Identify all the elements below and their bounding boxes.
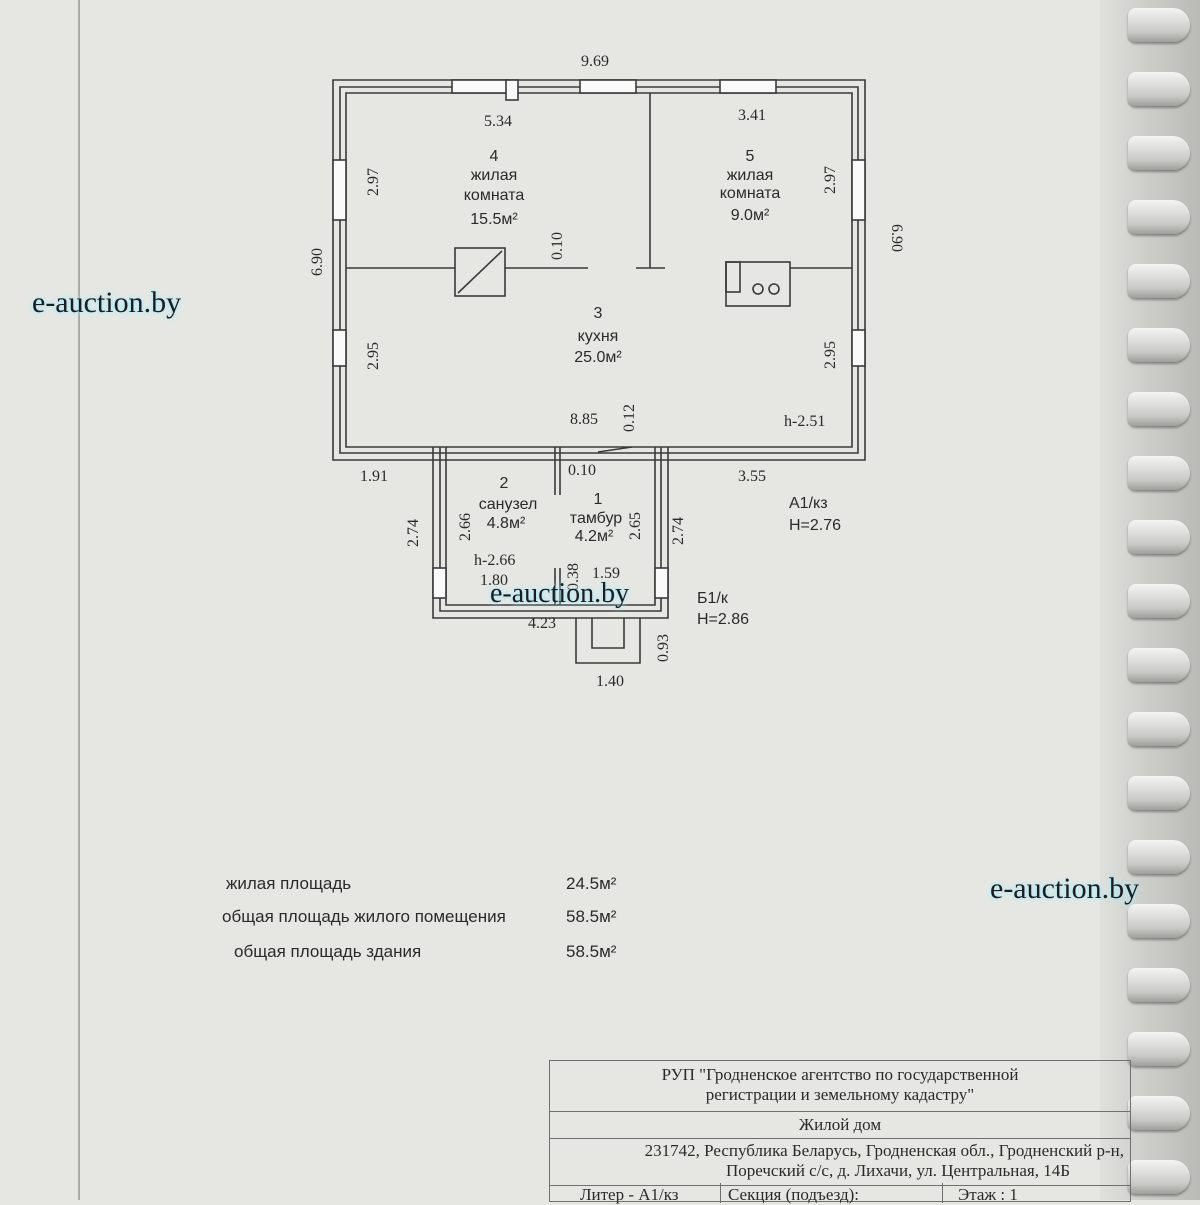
room5-name1: жилая (727, 167, 774, 184)
binding-ring (1128, 520, 1190, 554)
watermark-left: e-auction.by (32, 286, 182, 319)
room3-name: кухня (578, 328, 619, 345)
binding-ring (1128, 1096, 1190, 1130)
room4-number: 4 (490, 148, 499, 165)
room1-number: 1 (594, 491, 603, 508)
dim-annex-height-left: 2.74 (405, 519, 422, 547)
binding-ring (1128, 72, 1190, 106)
dim-left-offset: 1.91 (360, 468, 388, 485)
dim-porch-width: 1.40 (596, 673, 624, 690)
watermark-center: e-auction.by (490, 578, 630, 609)
area-value-living: 24.5м² (566, 874, 617, 893)
room5-name2: комната (720, 185, 781, 202)
binding-ring (1128, 712, 1190, 746)
org-line-2: регистрации и земельному кадастру" (705, 1085, 975, 1104)
title-block: РУП "Гродненское агентство по государств… (549, 1060, 1131, 1205)
dim-right-offset: 3.55 (738, 468, 766, 485)
binding-ring (1128, 200, 1190, 234)
dim-bath-ceiling: h-2.66 (474, 552, 515, 569)
binding-ring (1128, 264, 1190, 298)
binding-ring (1128, 1160, 1190, 1194)
dim-vestibule-height: 2.65 (627, 512, 644, 540)
dim-bath-width: 1.80 (480, 572, 508, 589)
room3-number: 3 (594, 305, 603, 322)
binding-ring (1128, 328, 1190, 362)
room4-name1: жилая (471, 167, 518, 184)
title-block-address: 231742, Республика Беларусь, Гродненская… (550, 1139, 1130, 1186)
binding-ring (1128, 904, 1190, 938)
binding-ring (1128, 584, 1190, 618)
binding-ring (1128, 968, 1190, 1002)
dim-wall-012: 0.12 (621, 404, 638, 432)
dim-wall-038: 0.38 (565, 563, 582, 591)
liter-a1-label: А1/кз (789, 495, 828, 512)
room2-name: санузел (479, 496, 538, 513)
address-line-1: 231742, Республика Беларусь, Гродненская… (644, 1141, 1124, 1160)
page-frame-line (78, 0, 80, 1200)
room1-area: 4.2м² (575, 528, 614, 545)
dim-room5-height: 2.97 (822, 166, 839, 194)
divider (720, 1183, 721, 1203)
section-field: Секция (подъезд): (728, 1185, 860, 1204)
divider (942, 1183, 943, 1203)
title-block-bottom-row: Литер - А1/кз Секция (подъезд): Этаж : 1 (550, 1183, 1130, 1205)
dim-kitchen-height-left: 2.95 (365, 342, 382, 370)
dim-kitchen-width: 8.85 (570, 411, 598, 428)
room1-name: тамбур (570, 510, 623, 527)
room3-area: 25.0м² (574, 349, 622, 366)
dim-kitchen-ceiling: h-2.51 (784, 413, 825, 430)
windows (332, 79, 866, 599)
org-line-1: РУП "Гродненское агентство по государств… (661, 1065, 1019, 1084)
room-labels: 4 жилая комната 15.5м² 5 жилая комната 9… (464, 148, 841, 628)
dim-vestibule-width: 1.59 (592, 565, 620, 582)
liter-b1-height: H=2.86 (697, 611, 749, 628)
floor-field: Этаж : 1 (958, 1185, 1018, 1204)
liter-field: Литер - А1/кз (580, 1185, 679, 1204)
dim-right-height: 6.90 (888, 224, 905, 252)
dim-annex-width: 4.23 (528, 615, 556, 632)
dim-left-height: 6.90 (309, 248, 326, 276)
area-label-living: жилая площадь (226, 874, 352, 893)
binding-ring (1128, 776, 1190, 810)
dim-partition: 0.10 (549, 232, 566, 260)
liter-b1-label: Б1/к (697, 590, 729, 607)
binding-ring (1128, 1032, 1190, 1066)
address-line-2: Поречский с/с, д. Лихачи, ул. Центральна… (725, 1161, 1070, 1180)
dim-bath-height: 2.66 (457, 513, 474, 541)
binding-ring (1128, 648, 1190, 682)
room4-name2: комната (464, 187, 525, 204)
title-block-organization: РУП "Гродненское агентство по государств… (550, 1061, 1130, 1112)
dim-room4-height: 2.97 (365, 168, 382, 196)
binding-ring (1128, 392, 1190, 426)
room4-area: 15.5м² (470, 211, 518, 228)
dim-room5-width: 3.41 (738, 107, 766, 124)
liter-a1-height: H=2.76 (789, 517, 841, 534)
binding-ring (1128, 456, 1190, 490)
area-value-total-building: 58.5м² (566, 942, 617, 961)
watermark-right: e-auction.by (990, 872, 1140, 905)
area-label-total-dwelling: общая площадь жилого помещения (222, 907, 506, 926)
dim-porch-depth: 0.93 (655, 634, 672, 662)
room2-number: 2 (500, 475, 509, 492)
binding-ring (1128, 136, 1190, 170)
stove-icon (454, 247, 506, 297)
room5-area: 9.0м² (731, 207, 770, 224)
dim-room4-width: 5.34 (484, 113, 512, 130)
dim-wall-010: 0.10 (568, 462, 596, 479)
dim-annex-height-right: 2.74 (670, 517, 687, 545)
cooktop-icon (725, 261, 791, 307)
binding-ring (1128, 8, 1190, 42)
room2-area: 4.8м² (487, 515, 526, 532)
area-label-total-building: общая площадь здания (234, 942, 422, 961)
dimension-labels: 9.69 5.34 3.41 6.90 6.90 2.97 2.97 0.10 … (309, 53, 905, 690)
room5-number: 5 (746, 148, 755, 165)
binding-ring (1128, 840, 1190, 874)
dim-top-total: 9.69 (581, 53, 609, 70)
area-value-total-dwelling: 58.5м² (566, 907, 617, 926)
dim-kitchen-height-right: 2.95 (822, 341, 839, 369)
title-block-object: Жилой дом (550, 1112, 1130, 1139)
